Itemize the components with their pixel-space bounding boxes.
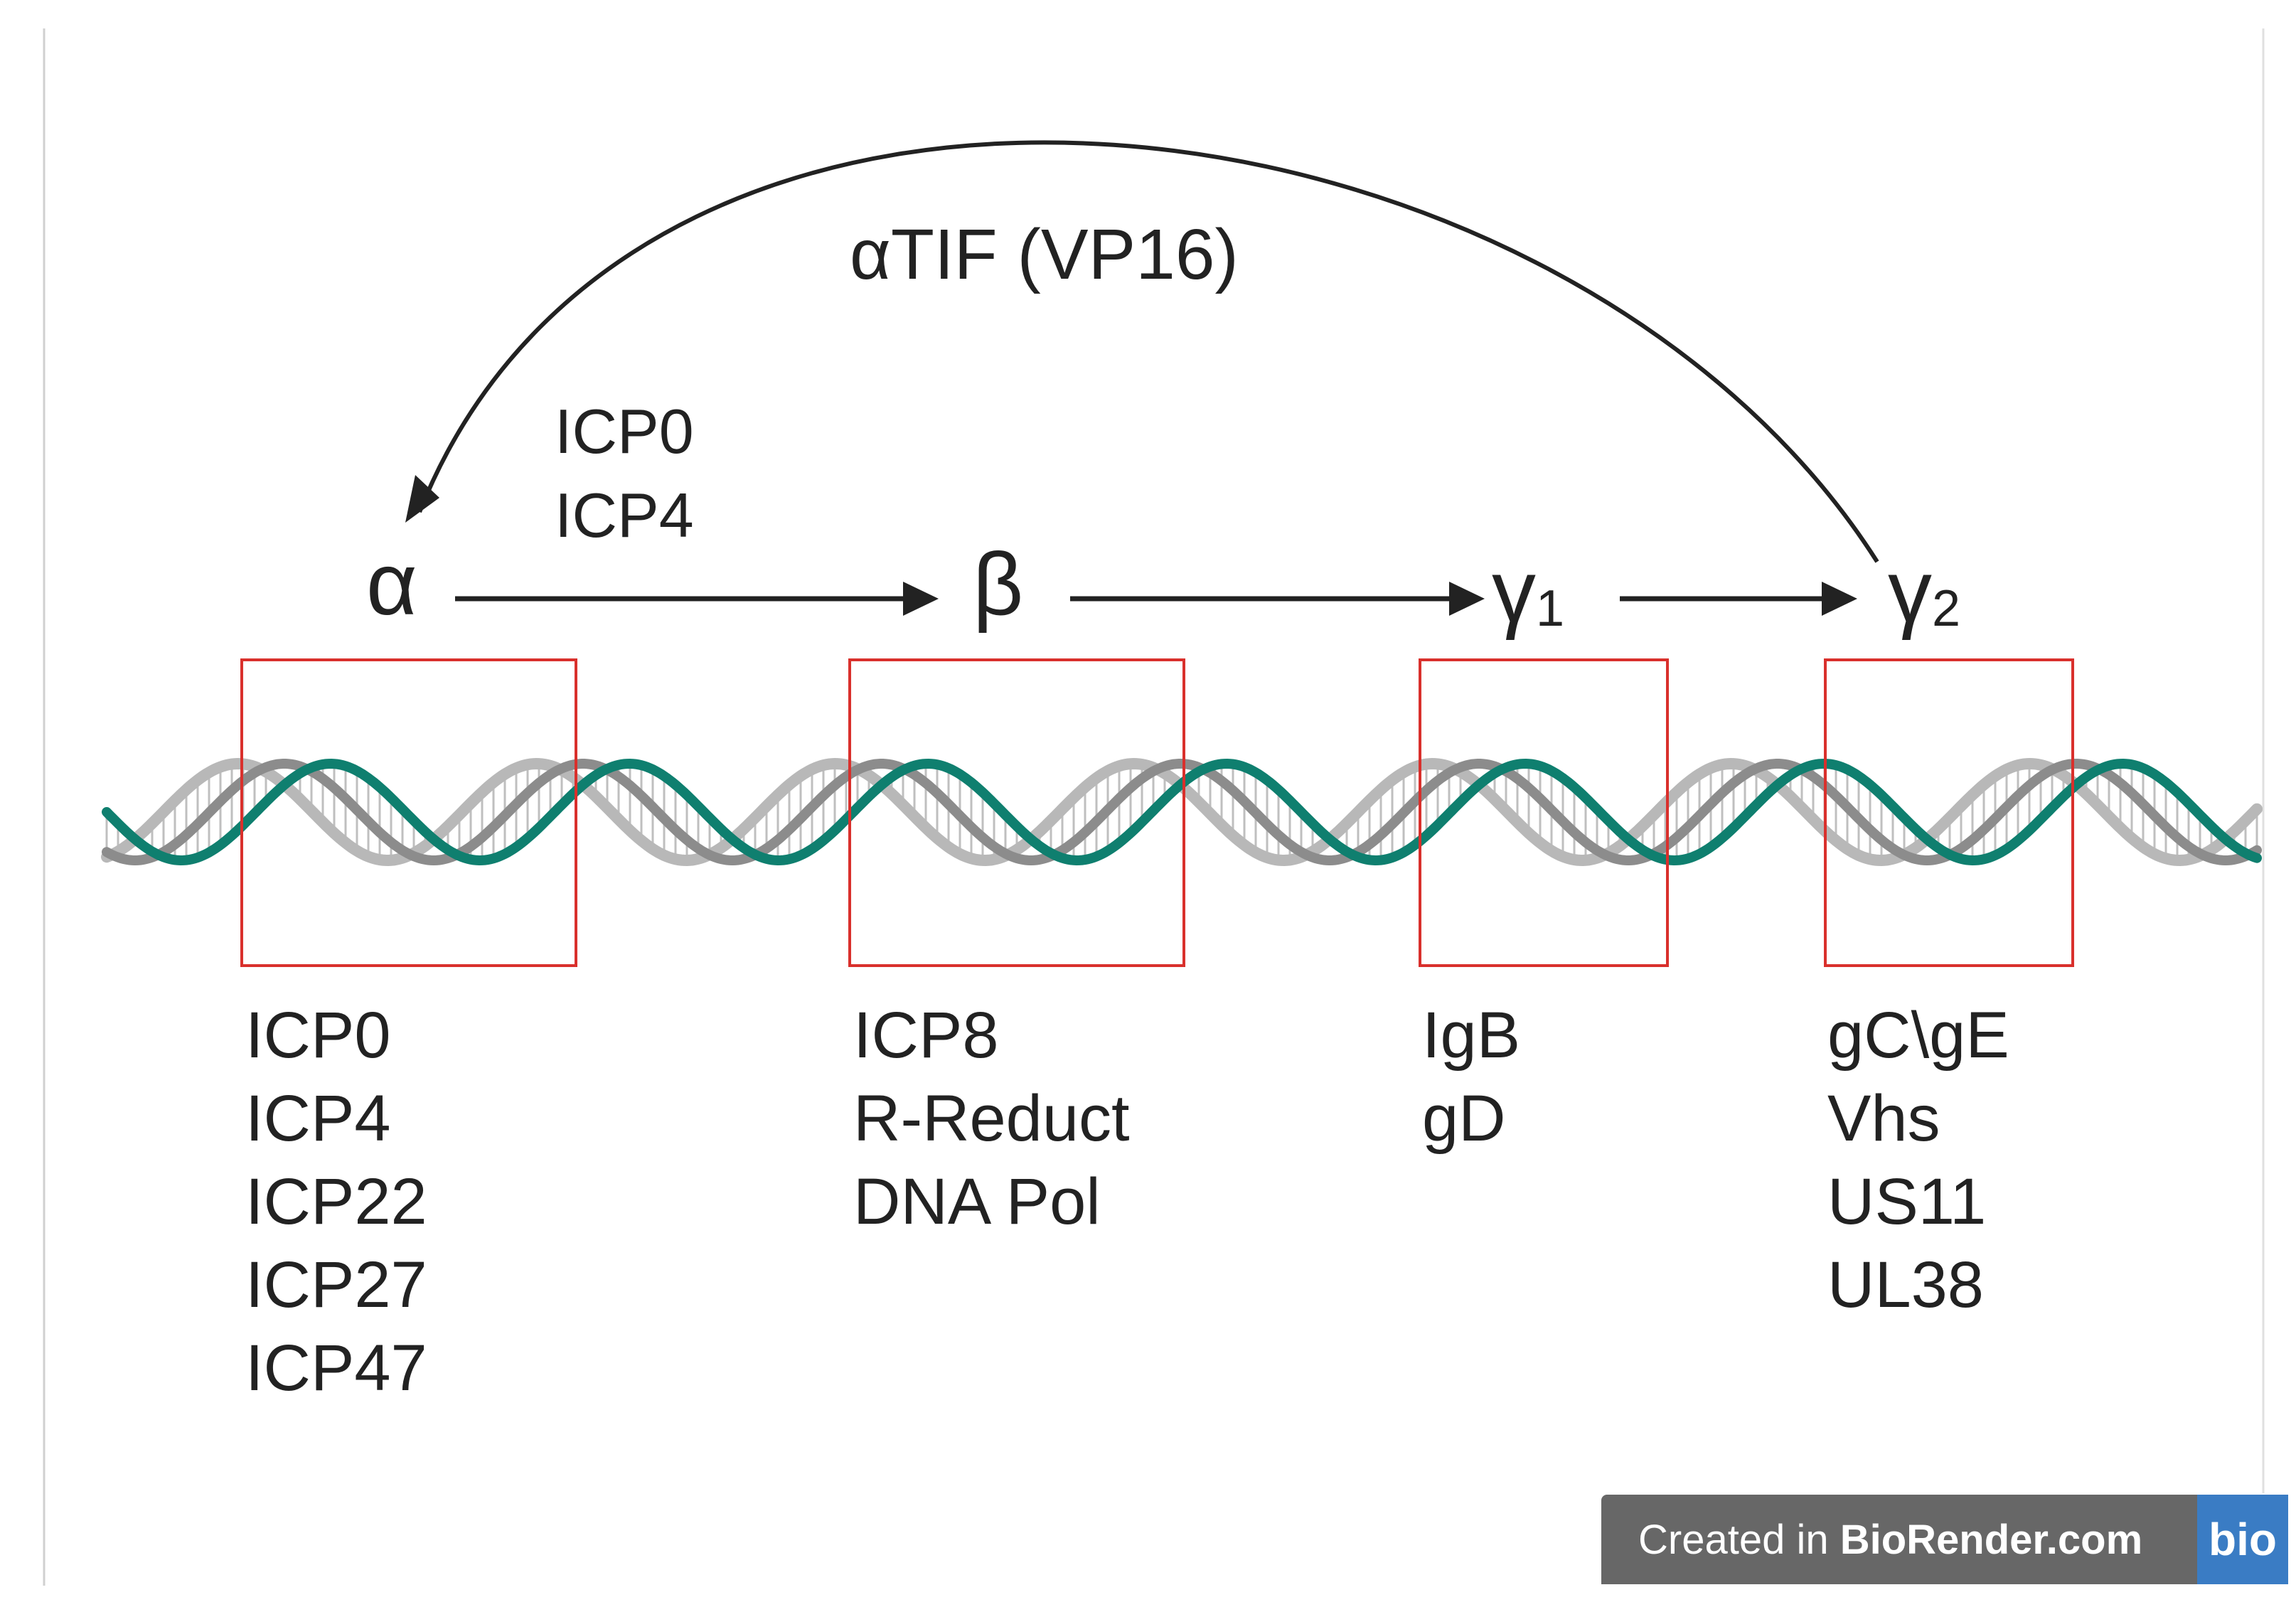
box-gamma1 [1419, 658, 1669, 967]
gene-item: R-Reduct [853, 1082, 1130, 1155]
stage-beta-label: β [973, 535, 1024, 634]
feedback-arrowhead [405, 475, 439, 523]
biorender-credit-badge[interactable]: Created in BioRender.com bio [1601, 1495, 2288, 1584]
biorender-logo-icon: bio [2197, 1495, 2288, 1584]
dna-helix [101, 757, 2263, 867]
gene-item: US11 [1827, 1165, 1987, 1238]
gene-item: ICP22 [245, 1165, 427, 1238]
gene-item: UL38 [1827, 1249, 1984, 1321]
gene-item: ICP8 [853, 999, 999, 1072]
gene-item: ICP0 [245, 999, 391, 1072]
stage-alpha-label: α [366, 535, 417, 634]
gene-item: IgB [1422, 999, 1521, 1072]
gene-item: Vhs [1827, 1082, 1940, 1155]
gene-list-gamma1: IgB gD [1422, 994, 1520, 1160]
stage-gamma1-label: γ1 [1492, 543, 1565, 641]
gene-item: gD [1422, 1082, 1506, 1155]
feedback-label: αTIF (VP16) [850, 215, 1239, 294]
dna-strand-teal [102, 758, 2262, 866]
gene-item: DNA Pol [853, 1165, 1101, 1238]
box-alpha [240, 658, 577, 967]
gene-item: ICP27 [245, 1249, 427, 1321]
arrow-gamma1-to-gamma2-head [1822, 582, 1857, 616]
gene-list-beta: ICP8 R-Reduct DNA Pol [853, 994, 1130, 1244]
box-gamma2 [1824, 658, 2074, 967]
credit-text: Created in BioRender.com [1638, 1516, 2143, 1563]
box-beta [848, 658, 1185, 967]
stage-gamma2-label: γ2 [1888, 543, 1961, 641]
feedback-protein-list: ICP0 ICP4 [555, 390, 694, 557]
gene-item: ICP47 [245, 1332, 427, 1404]
feedback-protein: ICP0 [555, 396, 694, 466]
arrow-beta-to-gamma1-head [1449, 582, 1485, 616]
gene-item: ICP4 [245, 1082, 391, 1155]
feedback-protein: ICP4 [555, 480, 694, 550]
gene-list-alpha: ICP0 ICP4 ICP22 ICP27 ICP47 [245, 994, 427, 1410]
gene-list-gamma2: gC\gE Vhs US11 UL38 [1827, 994, 2009, 1327]
arrow-alpha-to-beta-head [903, 582, 939, 616]
gene-item: gC\gE [1827, 999, 2009, 1072]
feedback-arrow [417, 140, 1879, 563]
dna-strand-gray [102, 759, 2262, 866]
